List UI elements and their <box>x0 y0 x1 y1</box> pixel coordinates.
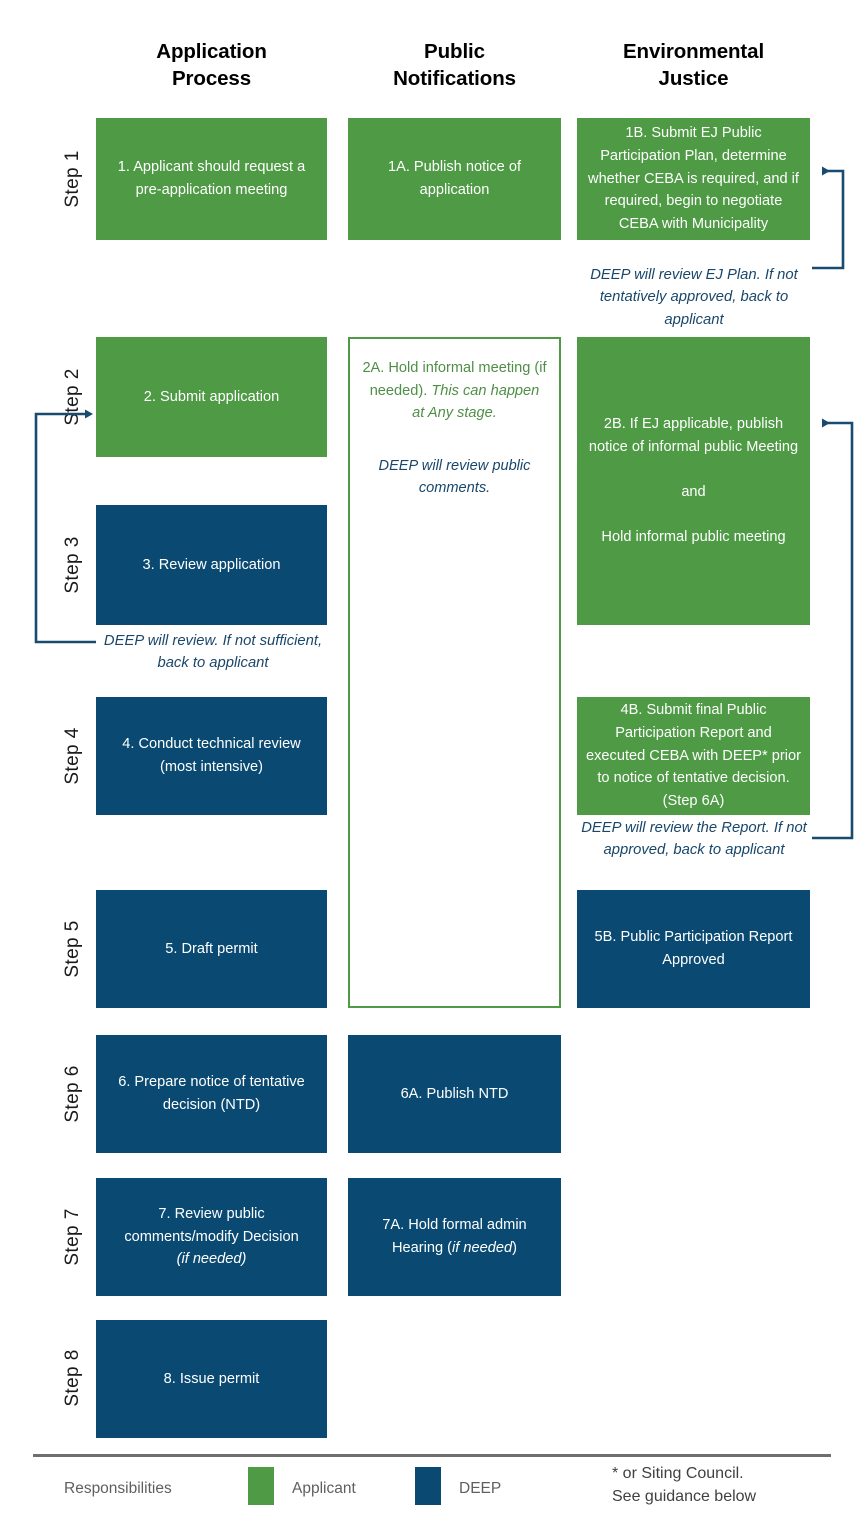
column-header-line1: Application <box>156 40 267 63</box>
annotation-report-review: DEEP will review the Report. If not appr… <box>581 820 807 859</box>
box-label: 6A. Publish NTD <box>400 1085 509 1102</box>
box-7-review-public-comments[interactable]: 7. Review public comments/modify Decisio… <box>96 1178 327 1296</box>
step-label-3: Step 3 <box>62 536 83 594</box>
box-label: 3. Review application <box>142 556 281 573</box>
box-1-pre-application-meeting[interactable]: 1. Applicant should request a pre-applic… <box>96 118 327 240</box>
box-2a-deep-note: DEEP will review public comments. <box>378 457 531 497</box>
box-4-conduct-technical-review[interactable]: 4. Conduct technical review (most intens… <box>96 697 327 815</box>
legend-footnote-line2: See guidance below <box>612 1488 757 1506</box>
column-header-line2: Justice <box>658 67 729 91</box>
step-label-2: Step 2 <box>62 368 83 426</box>
box-2b-part2: and <box>681 484 706 500</box>
step-label-7: Step 7 <box>62 1208 83 1266</box>
legend-footnote-line1: * or Siting Council. <box>612 1465 744 1482</box>
box-label: 2. Submit application <box>143 388 280 405</box>
box-2b-publish-informal-meeting-notice[interactable]: 2B. If EJ applicable, publish notice of … <box>577 337 810 625</box>
box-5-draft-permit[interactable]: 5. Draft permit <box>96 890 327 1008</box>
box-2-submit-application[interactable]: 2. Submit application <box>96 337 327 457</box>
box-7-plain: 7. Review public comments/modify Decisio… <box>124 1206 299 1245</box>
column-header-line2: Process <box>171 67 252 91</box>
box-label: 1. Applicant should request a pre-applic… <box>117 159 306 198</box>
box-label: 1A. Publish notice of application <box>387 159 522 198</box>
step-label-6: Step 6 <box>62 1065 83 1123</box>
box-4b-submit-final-report[interactable]: 4B. Submit final Public Participation Re… <box>577 697 810 815</box>
step-label-5: Step 5 <box>62 920 83 978</box>
box-label: 6. Prepare notice of tentative decision … <box>118 1074 305 1113</box>
legend-divider <box>33 1454 831 1457</box>
box-5b-report-approved[interactable]: 5B. Public Participation Report Approved <box>577 890 810 1008</box>
step-label-4: Step 4 <box>62 727 83 785</box>
box-7a-plain: 7A. Hold formal admin Hearing ( <box>382 1217 527 1256</box>
box-7a-italic: if needed <box>452 1240 513 1256</box>
box-7a-hold-formal-hearing[interactable]: 7A. Hold formal admin Hearing (if needed… <box>348 1178 561 1296</box>
annotation-ej-plan-review: DEEP will review EJ Plan. If not tentati… <box>590 267 798 328</box>
box-label: 5B. Public Participation Report Approved <box>594 929 793 968</box>
box-1b-submit-ej-plan[interactable]: 1B. Submit EJ Public Participation Plan,… <box>577 118 810 240</box>
box-7a-tail: ) <box>512 1240 517 1256</box>
column-header-line1: Public <box>424 40 485 63</box>
box-7-italic: (if needed) <box>176 1251 247 1268</box>
box-label: 5. Draft permit <box>165 940 258 957</box>
legend-footnote: * or Siting Council. See guidance below <box>612 1462 852 1508</box>
column-header-environmental-justice: Environmental Justice <box>577 38 810 92</box>
annotation-review-application: DEEP will review. If not sufficient, bac… <box>103 633 323 672</box>
column-header-line2: Notifications <box>393 67 516 91</box>
box-1a-publish-notice[interactable]: 1A. Publish notice of application <box>348 118 561 240</box>
column-header-application-process: Application Process <box>96 38 327 92</box>
connector-ej-plan-loop <box>812 166 845 270</box>
step-label-8: Step 8 <box>62 1349 83 1407</box>
box-6-prepare-ntd[interactable]: 6. Prepare notice of tentative decision … <box>96 1035 327 1153</box>
box-2b-part3: Hold informal public meeting <box>601 529 786 546</box>
box-8-issue-permit[interactable]: 8. Issue permit <box>96 1320 327 1438</box>
legend-label-applicant: Applicant <box>292 1480 356 1497</box>
legend-label-deep: DEEP <box>459 1480 502 1497</box>
box-2a-line2: This can happen at Any stage. <box>412 382 540 422</box>
box-label: 4B. Submit final Public Participation Re… <box>586 702 801 809</box>
box-2a-primary-text: 2A. Hold informal meeting (if needed). T… <box>362 357 547 425</box>
legend-swatch-deep <box>415 1467 441 1505</box>
step-label-1: Step 1 <box>62 150 83 208</box>
box-6a-publish-ntd[interactable]: 6A. Publish NTD <box>348 1035 561 1153</box>
legend-title: Responsibilities <box>64 1480 172 1497</box>
legend-swatch-applicant <box>248 1467 274 1505</box>
box-3-review-application[interactable]: 3. Review application <box>96 505 327 625</box>
column-header-public-notifications: Public Notifications <box>348 38 561 92</box>
box-label: 4. Conduct technical review (most intens… <box>122 736 301 775</box>
column-header-line1: Environmental <box>622 40 765 63</box>
box-2b-part1: 2B. If EJ applicable, publish notice of … <box>588 416 799 455</box>
box-2a-line1: 2A. Hold informal meeting (if needed). <box>362 360 547 399</box>
connector-report-loop <box>812 418 854 840</box>
box-2a-hold-informal-meeting[interactable]: 2A. Hold informal meeting (if needed). T… <box>348 337 561 1008</box>
box-label: 1B. Submit EJ Public Participation Plan,… <box>588 125 799 232</box>
box-label: 8. Issue permit <box>163 1370 260 1387</box>
